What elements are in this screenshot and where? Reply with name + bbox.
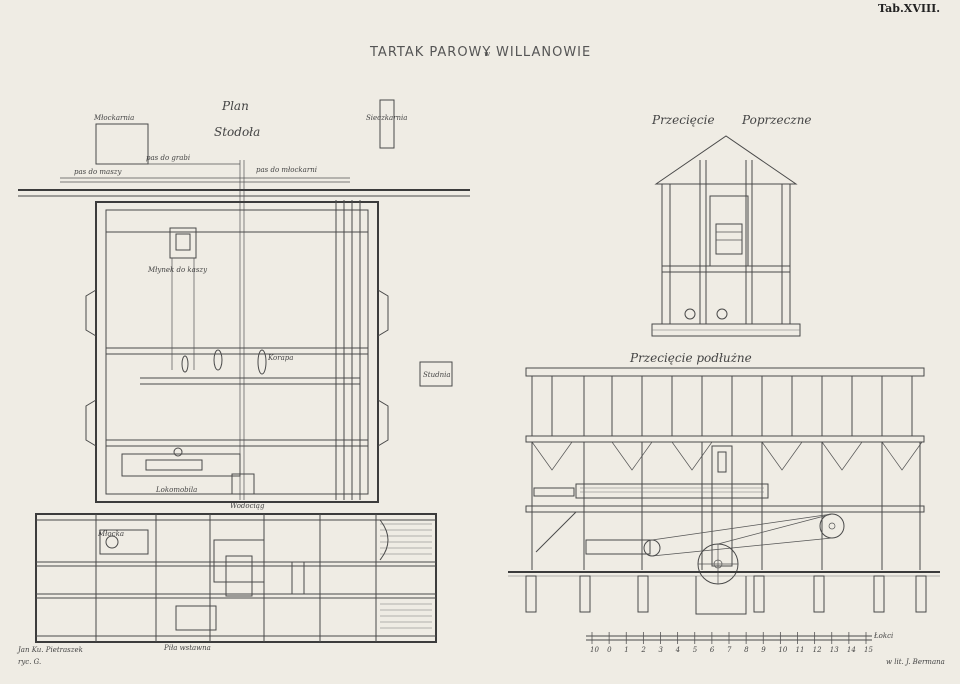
title-place: WILLANOWIE [496, 45, 591, 60]
lokomobila-label: Lokomobila [155, 486, 197, 494]
sawmill-strip [35, 513, 437, 643]
credit-left-2: ryc. G. [18, 658, 41, 666]
credit-left-1: Jan Ku. Pietraszek [16, 646, 83, 654]
mlynek-label: Młynek do kaszy [147, 266, 208, 274]
scale-tick-label: 9 [761, 646, 766, 654]
longitudinal-section-drawing: Przecięcie podłużne [508, 351, 940, 615]
scale-tick-label: 4 [675, 646, 680, 654]
tab-label: Tab.XVIII. [878, 2, 940, 15]
poprzeczne-label-1: Przecięcie [651, 113, 715, 127]
plan-heading: Plan [221, 99, 249, 113]
scale-tick-label: 2 [640, 646, 646, 654]
scale-tick-label: 0 [607, 646, 612, 654]
studnia-label: Studnia [423, 371, 451, 379]
scale-tick-label: 10 [590, 646, 599, 654]
wodociag-label: Wodociąg [230, 502, 265, 510]
scale-tick-label: 11 [796, 646, 805, 654]
plan-stodola-heading: Stodoła [214, 125, 260, 139]
title-w: w [484, 50, 490, 58]
scale-tick-label: 14 [847, 646, 856, 654]
poprzeczne-label-2: Poprzeczne [741, 113, 812, 127]
plan-drawing: Plan Stodoła Młockarnia Sieczkarnia pas … [18, 99, 470, 652]
scale-tick-label: 10 [778, 646, 787, 654]
scale-tick-label: 7 [727, 646, 732, 654]
podluzne-label: Przecięcie podłużne [629, 351, 752, 365]
credit-right: w lit. J. Bermana [886, 658, 945, 666]
title-main: TARTAK PAROWY [369, 45, 491, 60]
scale-tick-label: 6 [710, 646, 715, 654]
studnia-box [419, 361, 453, 387]
scale-tick-label: 1 [624, 646, 628, 654]
sieczkarnia-building [379, 99, 395, 149]
scale-tick-label: 5 [693, 646, 698, 654]
scale-tick-label: 8 [744, 646, 749, 654]
stodola-walls [95, 201, 379, 503]
pas-maszyny-label: pas do maszy [74, 168, 122, 176]
lokomobila [121, 453, 241, 477]
log-carriage [575, 483, 769, 499]
sieczkarnia-label: Sieczkarnia [366, 114, 407, 122]
cross-section-drawing: Przecięcie Poprzeczne [651, 113, 812, 337]
korapa-label: Korapa [267, 354, 293, 362]
pas-grabi-label: pas do grabi [146, 154, 190, 162]
scale-tick-label: 15 [864, 646, 873, 654]
scale-tick-label: 3 [659, 646, 664, 654]
pas-mlockarni-label: pas do młockarni [256, 166, 317, 174]
scale-tick-label: 13 [830, 646, 839, 654]
pila-label: Piła wstawna [163, 644, 211, 652]
plate-title: TARTAK PAROWY w WILLANOWIE [369, 45, 591, 60]
mlocka-label: Młocka [97, 530, 124, 538]
scale-unit: Łokci [873, 632, 893, 640]
scale-tick-label: 12 [813, 646, 822, 654]
mlockarnia-label: Młockarnia [93, 114, 134, 122]
